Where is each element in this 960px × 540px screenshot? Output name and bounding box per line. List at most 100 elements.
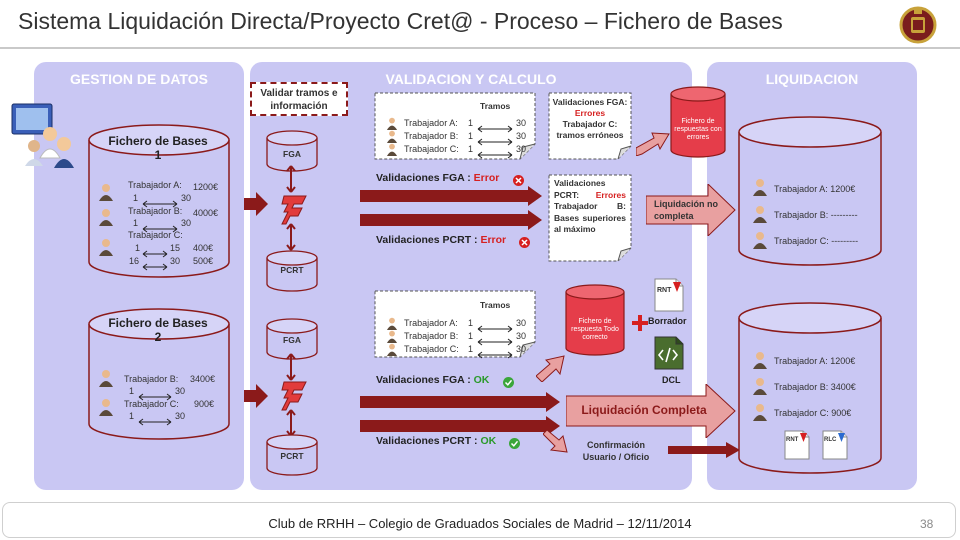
note-fga-err: Errores bbox=[574, 108, 606, 118]
note-pcrt-line1: Validaciones PCRT: bbox=[554, 178, 606, 200]
liq1-b: Trabajador B: --------- bbox=[774, 210, 858, 220]
rnt-icon-label-2: RNT bbox=[786, 437, 799, 443]
worker-icon bbox=[752, 205, 768, 228]
dcl-document-icon bbox=[654, 336, 684, 375]
rnt-document-icon bbox=[654, 278, 684, 317]
rnt-document-icon bbox=[784, 430, 810, 465]
borrador-label: Borrador bbox=[648, 316, 687, 326]
double-arrow-icon bbox=[284, 222, 298, 257]
fichero-respuesta-correcto bbox=[565, 284, 625, 356]
fichero-respuestas-errores bbox=[670, 86, 726, 158]
worker-icon bbox=[98, 398, 114, 421]
note-fga-errores bbox=[548, 92, 632, 160]
rnt-icon-label: RNT bbox=[657, 287, 672, 294]
validaciones-pcrt-2: Validaciones PCRT : OK bbox=[376, 435, 496, 447]
validar-tramos-box: Validar tramos e información bbox=[250, 82, 348, 116]
tramos1-b-from: 1 bbox=[468, 131, 474, 141]
arrow-to-correct-file bbox=[535, 354, 566, 387]
engine-icon bbox=[280, 380, 308, 417]
arrow-validacion-fga-1 bbox=[360, 186, 542, 211]
tramos2-c-from: 1 bbox=[468, 344, 474, 354]
liquidacion-cylinder-2 bbox=[738, 302, 882, 474]
range-arrow bbox=[141, 195, 179, 213]
tramos2-b-from: 1 bbox=[468, 331, 474, 341]
tramos1-c-label: Trabajador C: bbox=[404, 144, 459, 154]
engine-icon bbox=[280, 194, 308, 231]
validaciones-pcrt-1: Validaciones PCRT : Error bbox=[376, 234, 506, 246]
range-arrow bbox=[476, 320, 514, 338]
footer bbox=[2, 502, 956, 538]
f2-b-from: 1 bbox=[129, 386, 135, 396]
validaciones-pcrt-label: Validaciones PCRT : bbox=[376, 234, 481, 246]
pcrt-database-1 bbox=[266, 250, 318, 292]
panel-gestion-title: GESTION DE DATOS bbox=[70, 71, 208, 87]
worker-icon bbox=[98, 208, 114, 231]
ok-icon bbox=[509, 436, 520, 454]
double-arrow-icon bbox=[284, 408, 298, 443]
tramos2-b-to: 30 bbox=[516, 331, 527, 341]
page-title: Sistema Liquidación Directa/Proyecto Cre… bbox=[18, 8, 783, 34]
ok-icon bbox=[503, 375, 514, 393]
tramos-note-2 bbox=[374, 290, 536, 358]
fga-database-2 bbox=[266, 318, 318, 360]
panel-liquidacion-title: LIQUIDACION bbox=[765, 71, 859, 87]
note-pcrt-line2: Trabajador B: Bases superiores al máximo bbox=[554, 201, 626, 234]
tramos-title-2: Tramos bbox=[480, 300, 511, 310]
tramos2-a-from: 1 bbox=[468, 318, 474, 328]
tramos2-c-label: Trabajador C: bbox=[404, 344, 459, 354]
f2-c-from: 1 bbox=[129, 411, 135, 421]
f1-c2-amount: 500€ bbox=[193, 256, 214, 266]
pcrt-database-2 bbox=[266, 434, 318, 476]
error-icon bbox=[519, 235, 530, 253]
tramos2-b-label: Trabajador B: bbox=[404, 331, 459, 341]
range-arrow bbox=[476, 133, 514, 151]
tramos2-a-label: Trabajador A: bbox=[404, 318, 458, 328]
f1-b-from: 1 bbox=[133, 218, 139, 228]
tramos1-b-label: Trabajador B: bbox=[404, 131, 459, 141]
range-arrow bbox=[476, 333, 514, 351]
tramos1-c-from: 1 bbox=[468, 144, 474, 154]
confirmacion-label: Confirmación Usuario / Oficio bbox=[582, 440, 650, 462]
worker-icon bbox=[386, 143, 398, 161]
arrow-validacion-pcrt-2 bbox=[360, 416, 560, 441]
range-arrow bbox=[137, 413, 173, 431]
liquidacion-cylinder-1 bbox=[738, 116, 882, 266]
pcrt-label-1: PCRT bbox=[280, 265, 304, 275]
panel-validacion-title: VALIDACION Y CALCULO bbox=[385, 71, 557, 87]
tramos1-a-label: Trabajador A: bbox=[404, 118, 458, 128]
validaciones-pcrt-result: Error bbox=[480, 234, 507, 246]
range-arrow bbox=[141, 245, 169, 263]
liquidacion-no-completa-arrow bbox=[645, 182, 736, 241]
arrow-to-confirmacion bbox=[542, 428, 569, 459]
note-fga-line1: Validaciones FGA: bbox=[552, 97, 628, 107]
fichero-correcto-label: Fichero de respuesta Todo correcto bbox=[571, 318, 619, 341]
f2-b-label: Trabajador B: bbox=[124, 374, 179, 384]
f1-c1-from: 1 bbox=[135, 243, 141, 253]
liquidacion-completa-arrow bbox=[565, 382, 736, 443]
title-divider bbox=[0, 47, 960, 49]
users-illustration bbox=[8, 100, 78, 170]
worker-icon bbox=[386, 317, 398, 335]
worker-icon bbox=[752, 178, 768, 201]
worker-icon bbox=[752, 351, 768, 374]
validaciones-fga-2: Validaciones FGA : OK bbox=[376, 374, 489, 386]
f2-c-to: 30 bbox=[175, 411, 186, 421]
rlc-document-icon bbox=[822, 430, 848, 465]
validaciones-fga-result: Error bbox=[473, 172, 500, 184]
range-arrow bbox=[137, 388, 173, 406]
tramos1-b-to: 30 bbox=[516, 131, 527, 141]
liquidacion-no-completa-label: Liquidación no completa bbox=[654, 199, 718, 221]
fga-label-2: FGA bbox=[283, 335, 301, 345]
note-pcrt-text: Validaciones PCRT: Errores Trabajador B:… bbox=[554, 178, 626, 236]
note-fga-text: Validaciones FGA: Errores Trabajador C: … bbox=[552, 97, 628, 141]
plus-icon bbox=[631, 314, 649, 337]
f1-a-to: 30 bbox=[181, 193, 192, 203]
f1-a-amount: 1200€ bbox=[193, 182, 219, 192]
f1-c2-to: 30 bbox=[170, 256, 181, 266]
tramos1-a-to: 30 bbox=[516, 118, 527, 128]
worker-icon bbox=[752, 377, 768, 400]
validaciones-pcrt-label: Validaciones PCRT : bbox=[376, 435, 481, 447]
worker-icon bbox=[386, 130, 398, 148]
fichero-1-title: Fichero de Bases 1 bbox=[108, 134, 208, 162]
f1-a-from: 1 bbox=[133, 193, 139, 203]
